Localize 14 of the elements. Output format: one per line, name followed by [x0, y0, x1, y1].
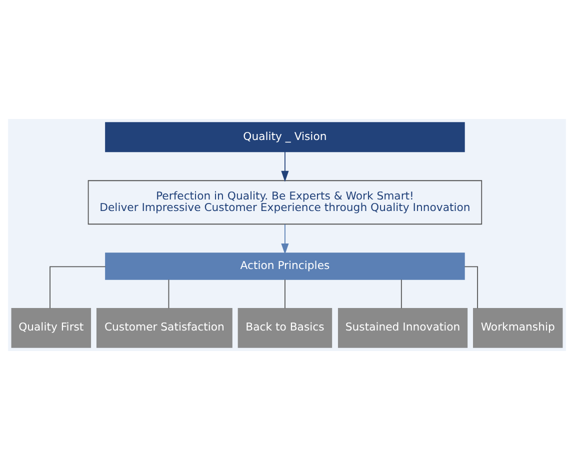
connector	[400, 278, 402, 308]
arrow	[281, 150, 289, 182]
node-box: Quality _ Vision	[105, 122, 465, 152]
connector	[50, 266, 106, 308]
node-box: Back to Basics	[238, 307, 332, 348]
node-box: Quality First	[11, 307, 92, 348]
node-box: Sustained Innovation	[338, 307, 468, 348]
connector	[168, 278, 170, 308]
arrow	[281, 223, 289, 254]
node-box: Action Principles	[105, 252, 465, 280]
node-box: Workmanship	[473, 307, 563, 348]
node-box: Customer Satisfaction	[96, 307, 232, 348]
node-box: Perfection in Quality. Be Experts & Work Smart! Deliver Impressive Customer Experience through Quality Innovation	[88, 180, 482, 224]
connector	[284, 278, 286, 308]
